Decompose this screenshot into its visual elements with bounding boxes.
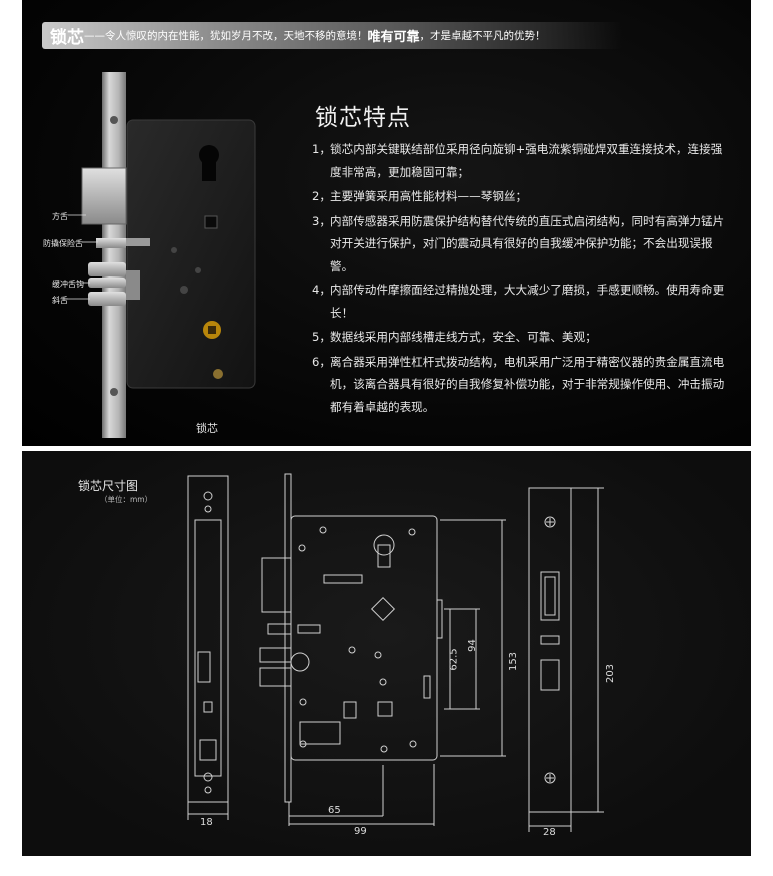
- dim-153: 153: [508, 651, 520, 672]
- feature-item: 3，内部传感器采用防震保护结构替代传统的直压式启闭结构，同时有高弹力锰片对开关进…: [312, 213, 725, 273]
- dim-94: 94: [466, 639, 478, 652]
- feature-item: 5，数据线采用内部线槽走线方式，安全、可靠、美观；: [312, 330, 597, 344]
- banner-slogan-2: ，才是卓越不平凡的优势！: [419, 30, 546, 42]
- features-title: 锁芯特点: [315, 105, 411, 131]
- callout-square-tongue: 方舌: [52, 212, 68, 221]
- banner-emphasis: 唯有可靠: [367, 30, 420, 45]
- banner-slogan-1: ——令人惊叹的内在性能，犹如岁月不改，天地不移的意境！: [84, 30, 368, 42]
- feature-item: 2，主要弹簧采用高性能材料——琴钢丝；: [312, 189, 528, 203]
- dim-62-5: 62.5: [448, 648, 460, 671]
- dimension-panel: [22, 451, 751, 856]
- feature-item: 6，离合器采用弹性杠杆式拨动结构，电机采用广泛用于精密仪器的贵金属直流电机，该离…: [312, 354, 725, 414]
- callout-buffer-hook: 缓冲舌钩: [52, 280, 84, 289]
- callout-anti-pry: 防撬保险舌: [43, 239, 83, 248]
- dim-body-width: 99: [354, 826, 367, 837]
- dimension-unit: （单位：mm）: [100, 495, 153, 504]
- features-list: 1，锁芯内部关键联结部位采用径向旋铆+强电流紫铜碰焊双重连接技术，连接强度非常高…: [312, 138, 732, 420]
- dim-203: 203: [605, 663, 617, 684]
- dimension-title: 锁芯尺寸图: [78, 479, 139, 493]
- banner-brand: 锁芯: [50, 28, 84, 48]
- dim-face-width: 28: [543, 827, 556, 838]
- dim-backset: 65: [328, 805, 341, 816]
- callout-latch: 斜舌: [52, 296, 68, 305]
- feature-item: 1，锁芯内部关键联结部位采用径向旋铆+强电流紫铜碰焊双重连接技术，连接强度非常高…: [312, 142, 723, 179]
- feature-item: 4，内部传动件摩擦面经过精抛处理，大大减少了磨损，手感更顺畅。使用寿命更长！: [312, 283, 725, 320]
- slogan-banner: 锁芯 ——令人惊叹的内在性能，犹如岁月不改，天地不移的意境！ 唯有可靠 ，才是卓…: [42, 22, 622, 49]
- photo-caption: 锁芯: [196, 422, 218, 435]
- dim-side-width: 18: [200, 817, 213, 828]
